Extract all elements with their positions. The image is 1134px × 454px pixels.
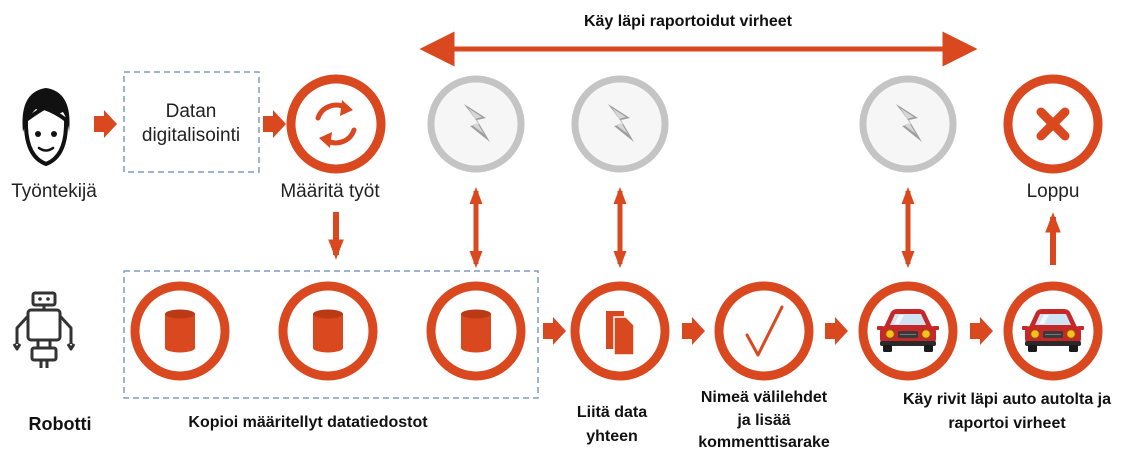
worker-label: Työntekijä — [11, 181, 97, 202]
copy-node-2 — [278, 281, 378, 381]
arrow-box-to-define — [263, 110, 286, 138]
digitize-line1: Datan — [166, 101, 217, 122]
check-label-2: raportoi virheet — [948, 415, 1066, 432]
database-cylinder-icon — [165, 309, 195, 353]
loop-title: Käy läpi raportoidut virheet — [584, 13, 793, 30]
copy-node-1 — [130, 281, 230, 381]
person-face-icon — [22, 88, 70, 167]
database-cylinder-icon — [313, 309, 343, 353]
rename-node — [714, 281, 814, 381]
error-node-3 — [859, 75, 957, 173]
merge-label-1: Liitä data — [577, 404, 647, 421]
define-label: Määritä työt — [280, 181, 380, 202]
end-label: Loppu — [1027, 181, 1080, 202]
define-node — [286, 74, 386, 174]
copy-node-3 — [426, 281, 526, 381]
check-node-1 — [858, 281, 958, 381]
rename-label-2: ja lisää — [736, 412, 790, 429]
merge-node — [570, 281, 670, 381]
error-node-2 — [571, 75, 669, 173]
error-node-1 — [427, 75, 525, 173]
digitize-line2: digitalisointi — [142, 125, 240, 146]
robot-icon — [12, 291, 76, 368]
end-node — [1003, 74, 1103, 174]
rename-label-1: Nimeä välilehdet — [701, 389, 828, 406]
rename-label-3: kommenttisarake — [698, 434, 830, 451]
check-label-1: Käy rivit läpi auto autolta ja — [903, 391, 1111, 408]
robot-label: Robotti — [29, 414, 92, 434]
merge-label-2: yhteen — [586, 428, 638, 445]
arrow-worker-to-box — [94, 110, 117, 138]
arrow-merge-to-rename — [682, 317, 705, 345]
documents-icon — [606, 311, 635, 356]
checkmark-icon — [745, 305, 784, 357]
arrow-rename-to-check — [825, 317, 848, 345]
copy-label: Kopioi määritellyt datatiedostot — [188, 414, 428, 431]
check-node-2 — [1003, 281, 1103, 381]
database-cylinder-icon — [461, 309, 491, 353]
close-x-icon — [1036, 107, 1070, 141]
arrow-copy-to-merge — [543, 317, 566, 345]
digitize-box — [123, 71, 260, 173]
arrow-check-to-check — [970, 317, 993, 345]
